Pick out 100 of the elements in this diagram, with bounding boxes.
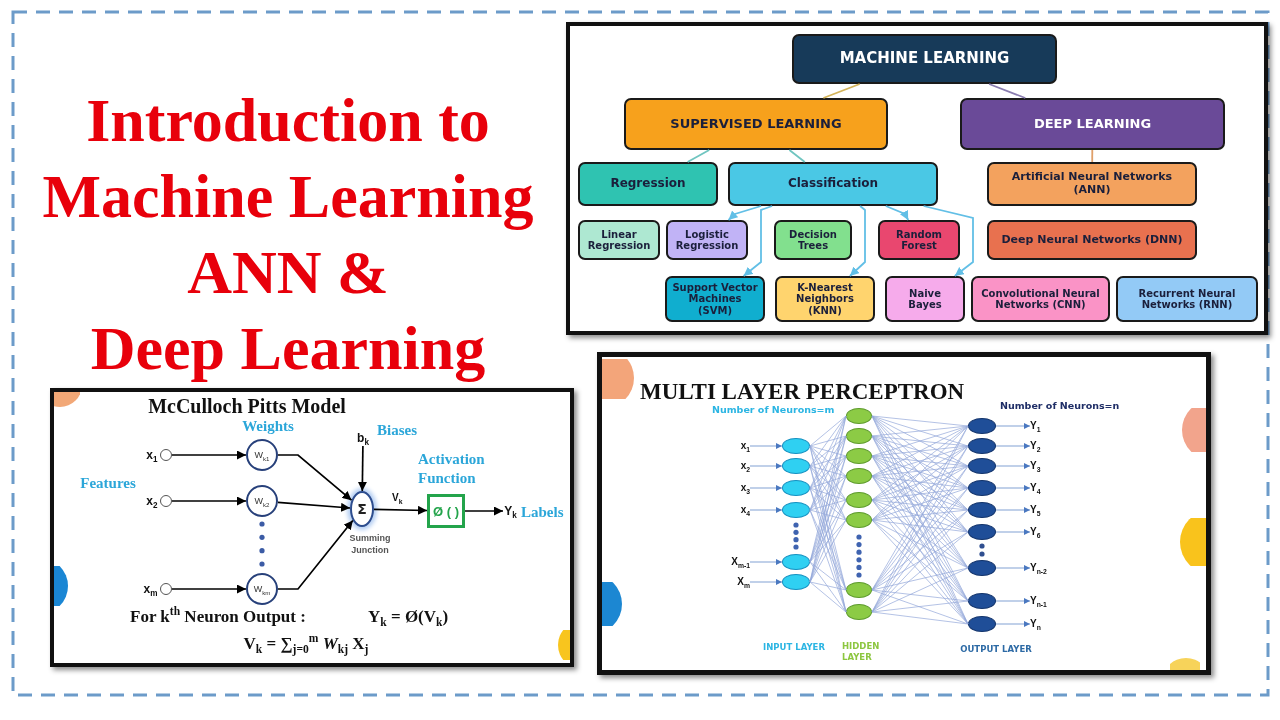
category-box: Classification — [728, 162, 938, 206]
connector-line — [871, 415, 969, 427]
arrow — [884, 205, 910, 221]
connector-line — [809, 415, 847, 511]
sigma-symbol: Σ — [357, 501, 367, 517]
connector-line — [809, 509, 847, 521]
arrow — [922, 205, 974, 277]
annotation-label: Weights — [242, 417, 294, 436]
output-label: Y$_{n}$ — [1030, 616, 1044, 632]
connector-line — [809, 465, 847, 501]
connector-line — [871, 435, 969, 447]
connector-line — [871, 499, 969, 569]
input-neuron — [782, 458, 810, 474]
category-box: MACHINE LEARNING — [792, 34, 1057, 84]
connector-line — [809, 475, 847, 489]
input-label: x$_{4}$ — [736, 502, 750, 518]
connector-line — [809, 445, 847, 457]
input-symbol-label: x$_{1}$ — [145, 446, 158, 463]
connector-line — [871, 519, 969, 602]
connector-line — [871, 455, 969, 489]
connector-line — [809, 445, 847, 477]
connector-line — [809, 435, 847, 467]
connector-line — [809, 519, 847, 583]
connector-line — [809, 455, 847, 511]
annotation-label: Features — [80, 474, 136, 493]
panel-title: MULTI LAYER PERCEPTRON — [640, 379, 965, 405]
output-neuron — [968, 593, 996, 609]
arrow — [464, 506, 504, 516]
category-box: Artificial Neural Networks (ANN) — [987, 162, 1197, 206]
hidden-neuron — [846, 468, 872, 484]
arrow — [849, 205, 866, 277]
hidden-neuron — [846, 604, 872, 620]
category-box: Deep Neural Networks (DNN) — [987, 220, 1197, 260]
connector-line — [809, 561, 847, 591]
input-neuron — [782, 438, 810, 454]
symbol-label: b$_{k}$ — [355, 429, 371, 446]
layer-label: INPUT LAYER — [763, 642, 825, 653]
category-box: Convolutional Neural Networks (CNN) — [971, 276, 1110, 322]
diagram-panel — [597, 352, 1211, 675]
category-box: Logistic Regression — [666, 220, 748, 260]
category-box: Regression — [578, 162, 718, 206]
connector-line — [871, 499, 969, 533]
category-box: Random Forest — [878, 220, 960, 260]
connector-line — [871, 499, 969, 625]
arrow — [277, 501, 351, 512]
connector-line — [871, 475, 969, 533]
connector-line — [871, 567, 969, 591]
input-neuron — [782, 574, 810, 590]
connector-line — [871, 445, 969, 521]
category-box: Linear Regression — [578, 220, 660, 260]
output-neuron — [968, 502, 996, 518]
formula-text: For k$^{th}$ Neuron Output : — [130, 606, 306, 628]
connector-line — [809, 499, 847, 583]
connector-line — [809, 581, 847, 613]
annotation-label: Labels — [521, 503, 564, 522]
arrow — [742, 205, 773, 277]
symbol-label: Y$_{k}$ — [503, 503, 518, 519]
input-label: x$_{2}$ — [736, 458, 750, 474]
category-box: Naive Bayes — [885, 276, 965, 322]
connector-line — [871, 499, 969, 511]
node-caption: Summing Junction — [348, 532, 392, 556]
connector-line — [1091, 149, 1094, 163]
output-neuron — [968, 560, 996, 576]
arrow — [727, 205, 762, 221]
input-label: X$_{m-1}$ — [726, 554, 750, 570]
page-title: Introduction to Machine Learning ANN & Deep Learning — [42, 85, 534, 384]
connector-line — [809, 487, 847, 521]
category-box: SUPERVISED LEARNING — [624, 98, 888, 150]
connector-line — [871, 455, 969, 467]
panel-title: McCulloch Pitts Model — [148, 395, 346, 417]
input-symbol-label: x$_{2}$ — [145, 492, 158, 509]
connector-line — [809, 455, 847, 489]
output-neuron — [968, 458, 996, 474]
connector-line — [809, 519, 847, 563]
connector-line — [809, 435, 847, 447]
layer-label: HIDDEN LAYER — [842, 641, 880, 663]
connector-line — [809, 509, 847, 613]
category-box: Decision Trees — [774, 220, 852, 260]
arrow — [373, 505, 428, 515]
output-label: Y$_{5}$ — [1030, 502, 1044, 518]
connector-line — [809, 581, 847, 591]
formula-text: V$_{k}$ = ∑$_{j=0}$$^{m}$ W$_{kj}$ X$_{j}$ — [243, 633, 369, 655]
formula-text: Y$_{k}$ = Ø(V$_{k}$) — [368, 606, 449, 628]
output-label: Y$_{3}$ — [1030, 458, 1044, 474]
connector-line — [809, 415, 847, 447]
connector-line — [871, 475, 969, 511]
activation-function-box: Ø ( ) — [427, 494, 465, 528]
input-neuron — [782, 502, 810, 518]
output-neuron — [968, 438, 996, 454]
input-label: x$_{1}$ — [736, 438, 750, 454]
category-box: Support Vector Machines (SVM) — [665, 276, 765, 322]
weight-circle: W$_{km}$ — [246, 573, 278, 605]
arrow — [357, 445, 367, 492]
category-box: DEEP LEARNING — [960, 98, 1225, 150]
layer-label: OUTPUT LAYER — [960, 644, 1032, 655]
connector-line — [871, 425, 969, 437]
connector-line — [871, 415, 969, 533]
input-neuron — [782, 480, 810, 496]
connector-line — [871, 611, 969, 625]
hidden-neuron — [846, 512, 872, 528]
